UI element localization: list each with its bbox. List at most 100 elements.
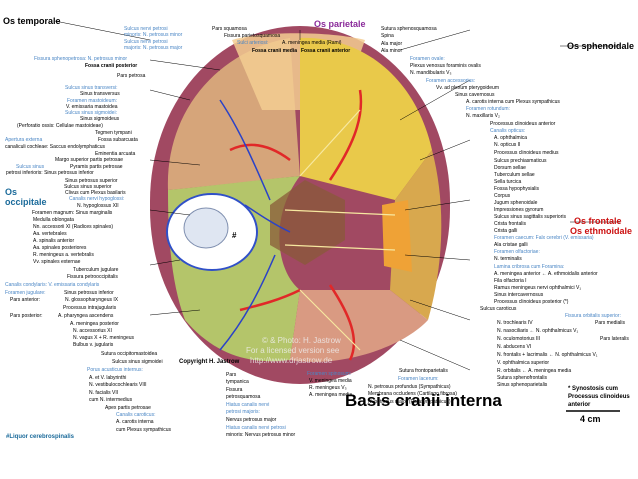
label-c_r_meningeus_v3: R. meningeus V₃ — [309, 385, 347, 391]
label-c_a_meningea_media: A. meningea media — [309, 392, 353, 398]
label-r_fissura_orbitalis: Fissura orbitalis superior: — [565, 313, 621, 319]
label-r_jugum_sphenoidale: Jugum sphenoidale — [494, 200, 538, 206]
label-c_n_petrosus_major2: N. petrosus major (Parasympathicus) — [368, 399, 451, 405]
label-c_minoris_n: minoris: Nervus petrosus minor — [226, 432, 296, 438]
ethmoidale-region — [382, 200, 412, 272]
label-c_fossa_cranii_anterior: Fossa cranii anterior — [301, 48, 351, 54]
label-r_fila_olfactoria: Fila olfactoria I — [494, 278, 527, 284]
copyright: Copyright H. Jastrow — [179, 359, 240, 365]
label-r_processus_clinoideus_ant: Processus clinoideus anterior — [490, 121, 556, 127]
label-l_n_intermedius: cum N. intermedius — [89, 397, 133, 403]
bone-occipitale-2: occipitale — [5, 197, 47, 207]
label-l_sulcus_sinus_sigmoidei2: Sulcus sinus sigmoidei — [112, 359, 163, 365]
label-r_foramen_olfactoriae: Foramen olfactoriae: — [494, 249, 540, 255]
frontale-region — [390, 150, 442, 320]
label-l_sulcus_sinus_petrosi1: Sulcus sinus — [16, 164, 45, 170]
leader-lines — [54, 20, 620, 371]
label-l_n_vagus: N. vagus X + R. meningeus — [73, 335, 135, 341]
label-l_plexus_sympathicus: cum Plexus sympathicus — [116, 427, 172, 433]
footnote-right-1: * Synostosis cum — [568, 386, 619, 392]
sphenoidale-region — [300, 37, 432, 200]
label-l_sulcus_nervi_maj: Sulcus nervi petrosi — [124, 39, 168, 45]
bone-occipitale-1: Os — [5, 187, 18, 197]
vessel-artery-left — [229, 89, 363, 361]
label-r_sulcus_prechiasmaticus: Sulcus prechiasmaticus — [494, 158, 547, 164]
label-l_pars_anterior: Pars anterior: — [10, 297, 41, 303]
label-r_foramen_ovale: Foramen ovale: — [410, 56, 445, 62]
label-c_pars_tympanica1: Pars — [226, 372, 237, 378]
label-l_perforatio: (Perforatio ossis: Cellulae mastoideae) — [17, 123, 103, 129]
label-r_sinus_sphenoparietalis: Sinus sphenoparietalis — [497, 382, 548, 388]
footnote-right-3: anterior — [568, 402, 591, 408]
label-l_r_meningeus: R. meningeus a. vertebralis — [33, 252, 94, 258]
footnote-right-2: Processus clinoideus — [568, 394, 630, 400]
label-r_canalis_opticus: Canalis opticus: — [490, 128, 526, 134]
label-l_margo_superior: Margo superior partis petrosae — [55, 157, 124, 163]
watermark-line-3: http://www.drjastrow.de — [250, 356, 333, 365]
label-l_apertura1: Apertura externa — [5, 137, 43, 143]
label-r_sutura_sphenosquamosa: Sutura sphenosquamosa — [381, 26, 437, 32]
label-l_nn_accessorii: Nn. accessorii XI (Radices spinales) — [33, 224, 114, 230]
label-l_foramen_jugulare: Foramen jugulare: — [5, 290, 46, 296]
label-l_n_vestibulocochlearis: N. vestibulocochlearis VIII — [89, 382, 147, 388]
label-l_aa_spinales_post: Aa. spinales posteriores — [33, 245, 87, 251]
label-c_fossa_cranii_media: Fossa cranii media — [252, 48, 298, 54]
watermark-line-1: © & Photo: H. Jastrow — [262, 336, 341, 345]
bone-ethmoidale: Os ethmoidale — [570, 226, 633, 236]
label-l_sinus_petrosus_inferior: Sinus petrosus inferior — [64, 290, 114, 296]
label-l_n_hypoglossus: N. hypoglossus XII — [77, 203, 119, 209]
label-l_fissura_petrooccipitalis: Fissura petrooccipitalis — [67, 274, 118, 280]
label-r_foramen_accessorius: Foramen accessorius: — [426, 78, 476, 84]
clivus-region — [270, 180, 345, 265]
label-r_plexus_venosus: Plexus venosus foraminis ovalis — [410, 63, 481, 69]
label-r_ramus_meningeus: Ramus meningeus nervi ophthalmici V₁ — [494, 285, 582, 291]
label-r_v_ophthalmica: V. ophthalmica superior — [497, 360, 550, 366]
label-l_a_pharyngea: A. pharyngea ascendens — [58, 313, 114, 319]
label-r_sulcus_caroticus: Sulcus caroticus — [480, 306, 517, 312]
label-r_fossa_hypophysialis: Fossa hypophysialis — [494, 186, 540, 192]
label-l_sinus_transversus: Sinus transversus — [80, 91, 120, 97]
label-l_a_et_v_labyrinthi: A. et V. labyrinthi — [89, 375, 127, 381]
temporale-lower-region — [290, 290, 428, 362]
medulla-shape — [183, 207, 229, 249]
label-l_bulbus: Bulbus v. jugularis — [73, 342, 114, 348]
label-l_aa_vertebrales: Aa. vertebrales — [33, 231, 67, 237]
label-c_v_meningea_media: V. meningea media — [309, 378, 352, 384]
label-r_foramen_rotundum: Foramen rotundum: — [466, 106, 510, 112]
label-r_n_frontalis: N. frontalis + lacrimalis ← N. ophthalmi… — [497, 352, 598, 358]
label-r_processus_clinoideus_post: Processus clinoideus posterior (*) — [494, 299, 569, 305]
label-l_vv_spinales: Vv. spinales externae — [33, 259, 81, 265]
label-l_eminentia_arcuata: Eminentia arcuata — [95, 151, 136, 157]
label-r_n_terminalis: N. terminalis — [494, 256, 522, 262]
label-r_impressiones_gyrorum: Impressiones gyrorum — [494, 207, 544, 213]
label-r_n_opticus: N. opticus II — [494, 142, 521, 148]
label-l_tegmen_tympani: Tegmen tympani — [95, 130, 132, 136]
footnote-left: #Liquor cerebrospinalis — [6, 434, 75, 440]
watermark-line-2: For a licensed version see — [246, 346, 340, 355]
label-c_membrana: Membrana occludens (Cartilago fibrosa) — [368, 391, 457, 397]
label-r_a_ophthalmica: A. ophthalmica — [494, 135, 528, 141]
label-r_ala_minor: Ala minor — [381, 48, 403, 54]
label-r_corpus: Corpus — [494, 193, 511, 199]
label-l_sulcus_sinus_sigmoidei: Sulcus sinus sigmoidei: — [65, 110, 117, 116]
label-l_n_glossopharyngeus: N. glossopharyngeus IX — [65, 297, 119, 303]
label-r_foramen_caecum: Foramen caecum: Falx cerebri (V. emissar… — [494, 235, 594, 241]
label-c_sulci_arteriosi: Sulci arteriosi: — [237, 40, 269, 46]
label-l_fissura_spheno: Fissura sphenopetrosa: N. petrosus minor — [34, 56, 128, 62]
label-r_pars_medialis: Pars medialis — [595, 320, 626, 326]
nerve-lines — [284, 109, 396, 351]
label-l_pyramis: Pyramis partis petrosae — [70, 164, 123, 170]
label-r_sinus_intercavernosus: Sinus intercavernosus — [494, 292, 544, 298]
label-l_sutura_occipitomastoidea: Sutura occipitomastoidea — [101, 351, 158, 357]
bone-temporale: Os temporale — [3, 16, 61, 26]
label-r_n_trochlearis: N. trochlearis IV — [497, 320, 533, 326]
label-l_a_meningea_post: A. meningea posterior — [70, 321, 119, 327]
bone-frontale: Os frontale — [574, 216, 622, 226]
label-c_hiatus_majoris: Hiatus canalis nervi petrosi — [226, 425, 286, 431]
label-l_clivus: Clivus cum Plexus basilaris — [65, 190, 126, 196]
label-r_crista_frontalis: Crista frontalis — [494, 221, 526, 227]
label-r_ala_major: Ala major — [381, 41, 403, 47]
label-r_tuberculum_sellae: Tuberculum sellae — [494, 172, 535, 178]
